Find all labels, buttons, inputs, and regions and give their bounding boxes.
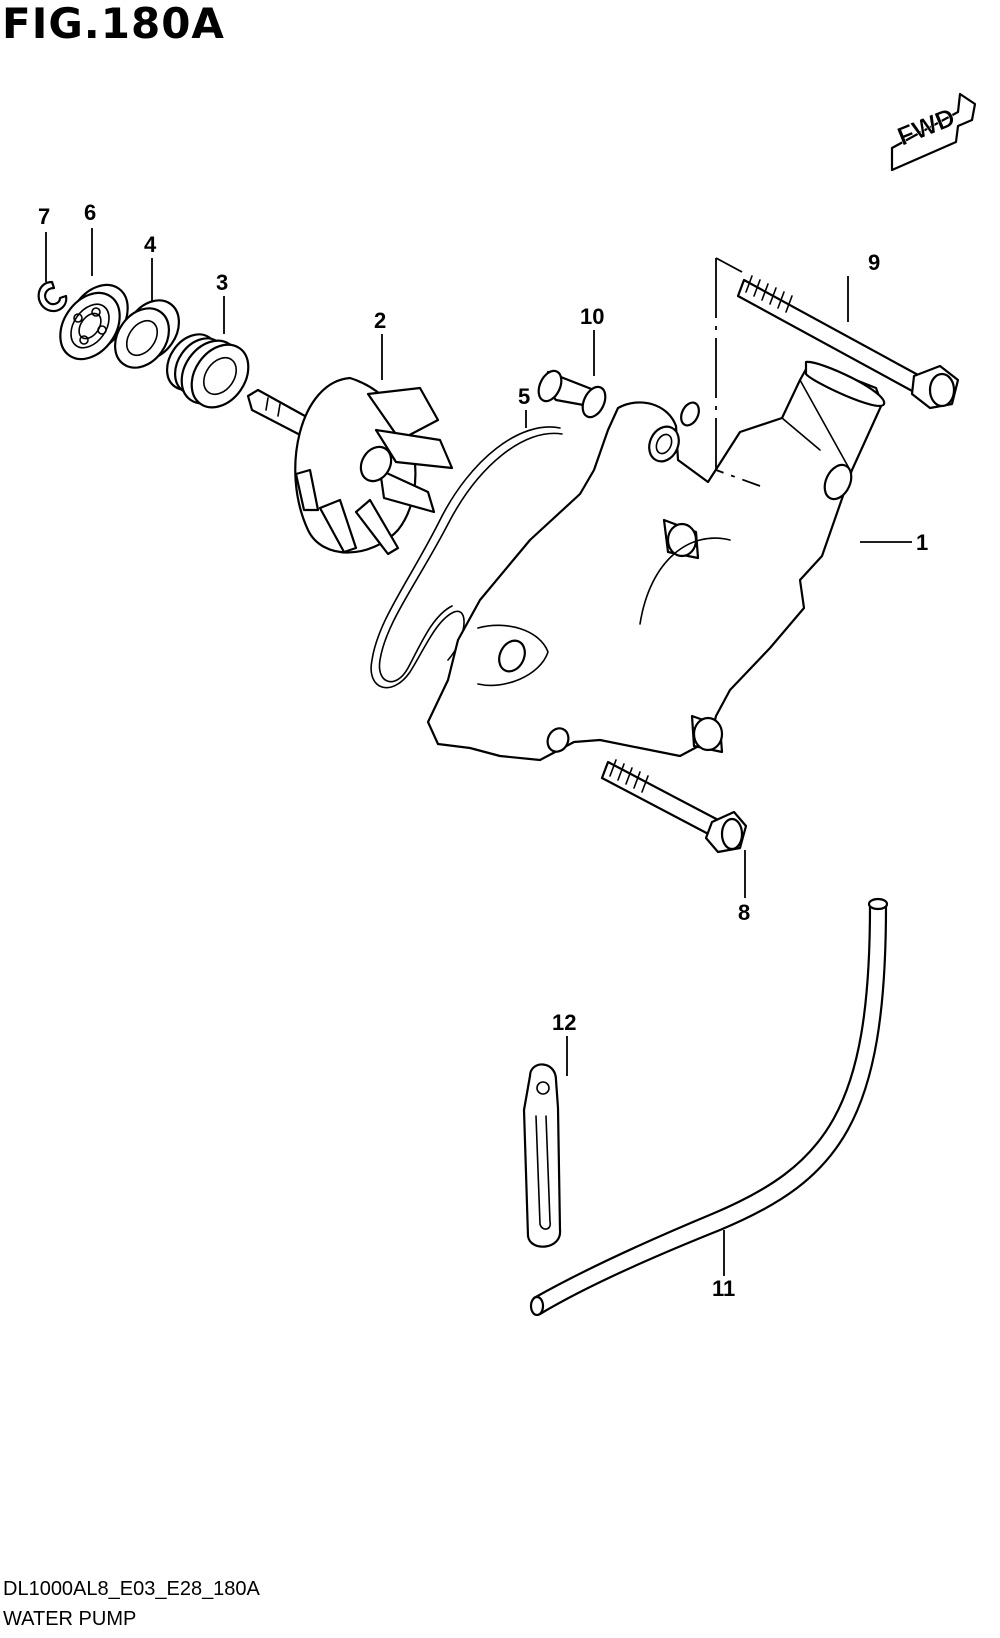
figure-code: DL1000AL8_E03_E28_180A xyxy=(3,1578,260,1600)
part-8-bolt xyxy=(600,759,748,854)
part-10-dowel-pin xyxy=(537,369,607,419)
part-4-oil-seal xyxy=(114,299,180,369)
part-9-bolt xyxy=(736,275,960,410)
part-7-circlip xyxy=(37,280,68,313)
part-12-clamp xyxy=(522,1063,562,1248)
part-3-mechanical-seal xyxy=(165,333,250,409)
figure-title: FIG.180A xyxy=(2,0,225,48)
callout-2: 2 xyxy=(374,308,386,333)
callout-1: 1 xyxy=(916,530,928,555)
callout-10: 10 xyxy=(580,304,604,329)
callout-7: 7 xyxy=(38,204,50,229)
callout-8: 8 xyxy=(738,900,750,925)
callout-labels: 7 6 4 3 2 10 5 9 1 8 12 11 xyxy=(38,200,928,1301)
part-5-gasket xyxy=(370,426,563,689)
callout-9: 9 xyxy=(868,250,880,275)
part-1-pump-case xyxy=(426,360,886,762)
callout-6: 6 xyxy=(84,200,96,225)
figure-name: WATER PUMP xyxy=(3,1608,137,1630)
callout-5: 5 xyxy=(518,384,530,409)
callout-3: 3 xyxy=(216,270,228,295)
callout-11: 11 xyxy=(712,1276,735,1301)
leader-lines xyxy=(45,228,912,1276)
callout-4: 4 xyxy=(144,232,157,257)
callout-12: 12 xyxy=(552,1010,576,1035)
forward-direction-arrow: FWD xyxy=(890,92,977,172)
part-2-impeller xyxy=(246,376,454,556)
part-11-hose xyxy=(529,897,889,1317)
